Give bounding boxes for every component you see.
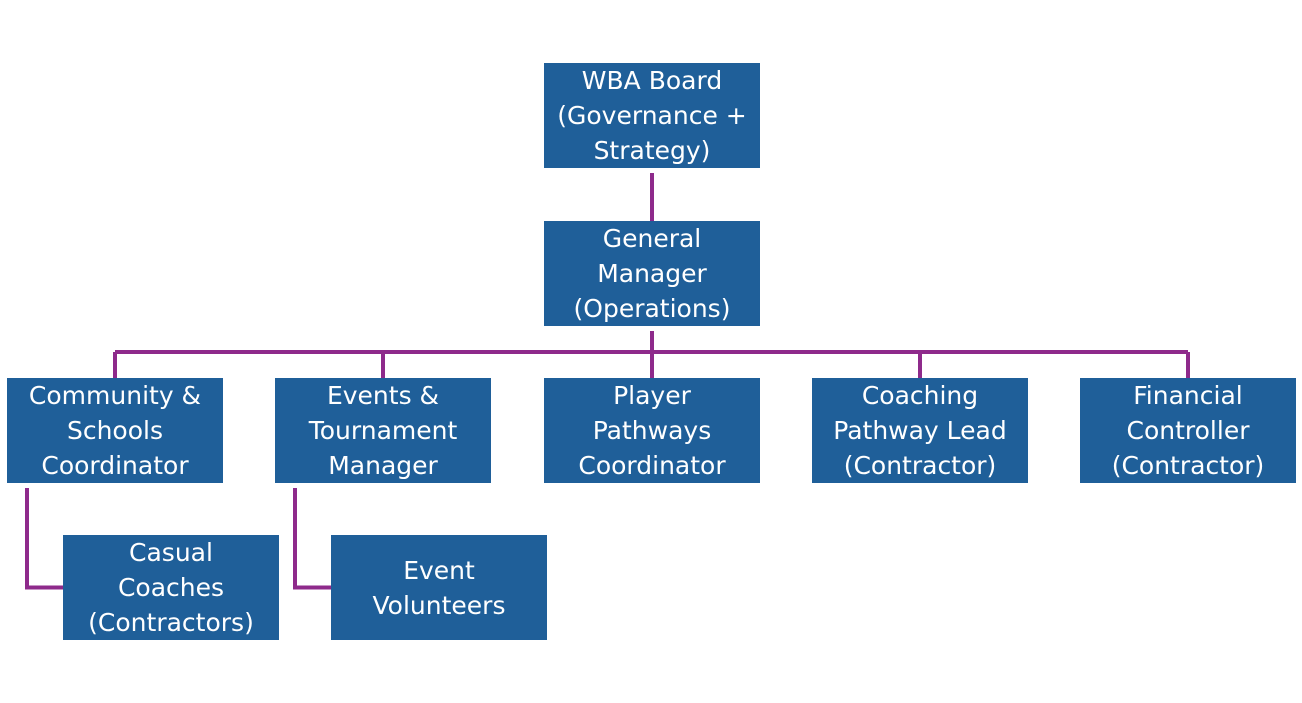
node-casual-coaches: Casual Coaches (Contractors): [63, 535, 279, 640]
node-community-schools-coordinator: Community & Schools Coordinator: [7, 378, 223, 483]
node-wba-board: WBA Board (Governance + Strategy): [544, 63, 760, 168]
node-events-tournament-manager: Events & Tournament Manager: [275, 378, 491, 483]
node-general-manager: General Manager (Operations): [544, 221, 760, 326]
node-financial-controller: Financial Controller (Contractor): [1080, 378, 1296, 483]
connector-community-to-casual: [25, 488, 63, 590]
connector-events-to-volunteers: [293, 488, 331, 590]
node-coaching-pathway-lead: Coaching Pathway Lead (Contractor): [812, 378, 1028, 483]
node-player-pathways-coordinator: Player Pathways Coordinator: [544, 378, 760, 483]
node-event-volunteers: Event Volunteers: [331, 535, 547, 640]
